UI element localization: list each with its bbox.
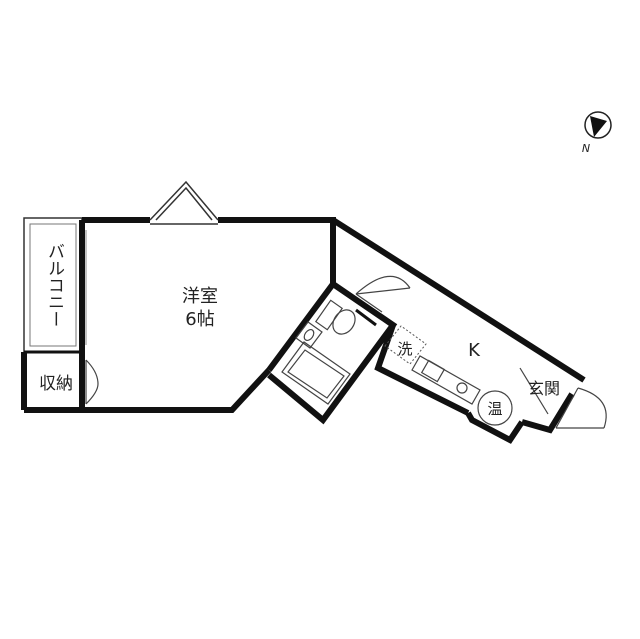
entrance-door xyxy=(555,387,607,429)
western-room-label: 洋室 xyxy=(182,286,218,307)
balcony-label: バルコニー xyxy=(44,243,64,328)
laundry-area xyxy=(384,325,427,365)
bathtub xyxy=(281,341,351,405)
sink xyxy=(295,321,323,349)
water-heater xyxy=(477,390,513,426)
interior-walls xyxy=(24,308,377,410)
storage-label: 収納 xyxy=(39,374,73,394)
outer-walls xyxy=(21,217,586,444)
western-room-size: 6帖 xyxy=(185,309,214,330)
laundry-label: 洗 xyxy=(397,340,412,358)
kitchen-counter xyxy=(411,355,481,405)
compass-letter: N xyxy=(582,142,590,155)
entrance-step xyxy=(519,367,549,415)
storage-door xyxy=(85,359,99,405)
kitchen-label: K xyxy=(468,340,481,361)
bath-door xyxy=(355,275,411,313)
window-bay xyxy=(149,180,219,225)
compass-icon xyxy=(584,111,612,139)
water-heater-label: 温 xyxy=(487,400,502,418)
entrance-label: 玄関 xyxy=(528,379,560,398)
toilet xyxy=(314,299,356,335)
